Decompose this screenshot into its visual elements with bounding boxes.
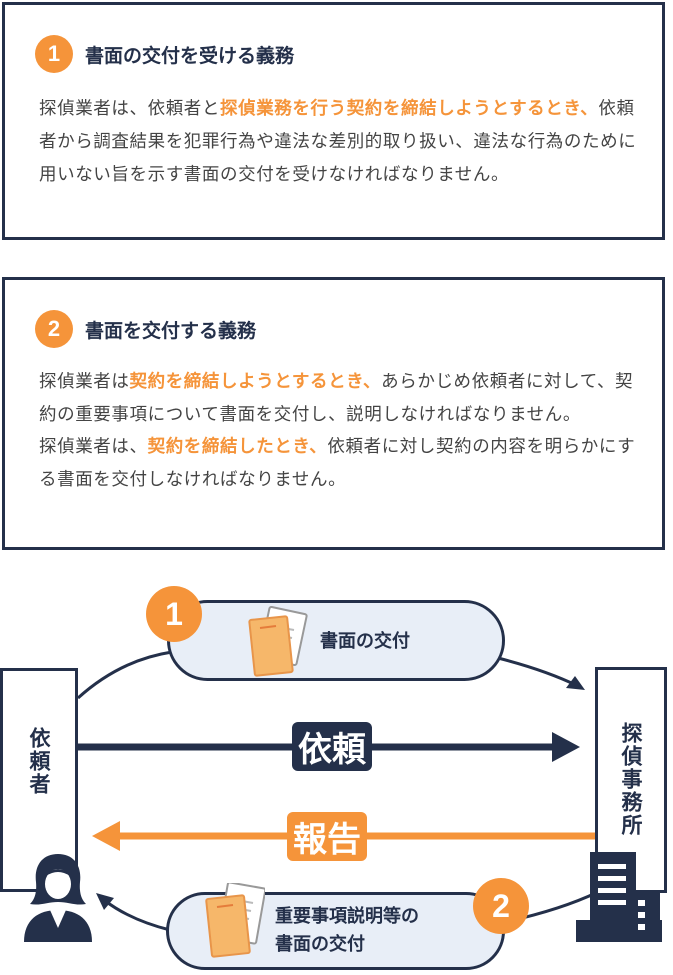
- client-box: 依頼者: [0, 668, 78, 892]
- step2-label: 重要事項説明等の 書面の交付: [275, 903, 419, 959]
- report-label: 報告: [287, 812, 367, 861]
- document-icon: [248, 606, 308, 677]
- section2-p2-a: 探偵業者は、: [39, 437, 148, 457]
- person-icon: [24, 854, 92, 942]
- step1-number-badge: 1: [146, 586, 202, 642]
- agency-label: 探偵事務所: [619, 722, 643, 837]
- building-icon: [576, 852, 662, 942]
- step2-label-line2: 書面の交付: [275, 934, 365, 955]
- document-icon: [205, 883, 265, 958]
- duty-receive-document-box: 1 書面の交付を受ける義務 探偵業者は、依頼者と探偵業務を行う契約を締結しようと…: [2, 2, 665, 240]
- section1-highlight: 探偵業務を行う契約を締結しようとするとき、: [220, 99, 599, 119]
- duty-deliver-document-box: 2 書面を交付する義務 探偵業者は契約を締結しようとするとき、あらかじめ依頼者に…: [2, 277, 665, 550]
- flow-diagram: 依頼者 探偵事務所 書面の交付 1: [0, 560, 673, 975]
- section2-p1-a: 探偵業者は: [39, 372, 130, 392]
- arrowhead-step1: [566, 676, 585, 690]
- request-arrowhead: [552, 732, 580, 762]
- section1-header: 1 書面の交付を受ける義務: [35, 35, 294, 73]
- section1-text: 探偵業者は、依頼者と探偵業務を行う契約を締結しようとするとき、依頼者から調査結果…: [39, 93, 639, 192]
- step2-label-line1: 重要事項説明等の: [275, 906, 419, 927]
- section2-text: 探偵業者は契約を締結しようとするとき、あらかじめ依頼者に対して、契約の重要事項に…: [39, 366, 639, 496]
- diagram-connectors: [76, 650, 599, 932]
- step1-label: 書面の交付: [320, 631, 410, 652]
- section2-p2-highlight: 契約を締結したとき、: [147, 437, 328, 457]
- section1-title: 書面の交付を受ける義務: [85, 44, 295, 67]
- section1-number-badge: 1: [35, 35, 73, 73]
- step2-number-badge: 2: [473, 878, 529, 934]
- curve-step1-to-agency: [497, 656, 579, 688]
- section2-number-badge: 2: [35, 310, 73, 348]
- arrowhead-step2: [96, 893, 114, 910]
- section2-paragraph1: 探偵業者は契約を締結しようとするとき、あらかじめ依頼者に対して、契約の重要事項に…: [39, 366, 639, 431]
- step2-important-matters-document: 重要事項説明等の 書面の交付: [166, 883, 505, 970]
- section2-header: 2 書面を交付する義務: [35, 310, 256, 348]
- curve-client-to-step1: [76, 650, 173, 700]
- request-label: 依頼: [292, 722, 372, 771]
- section2-title: 書面を交付する義務: [85, 319, 257, 342]
- step1-document-delivery: 書面の交付: [167, 600, 505, 681]
- section2-p1-highlight: 契約を締結しようとするとき、: [129, 372, 382, 392]
- section2-p1-b: あらかじめ依頼者に対して、契約の重要事項について書面を交付し、説明しなければなり…: [39, 372, 634, 425]
- section2-paragraph2: 探偵業者は、契約を締結したとき、依頼者に対し契約の内容を明らかにする書面を交付し…: [39, 431, 639, 496]
- curve-step2-to-client: [103, 898, 171, 932]
- section2-p2-b: 依頼者に対し契約の内容を明らかにする書面を交付しなければなりません。: [39, 437, 636, 490]
- section1-text-a: 探偵業者は、依頼者と: [39, 99, 220, 119]
- report-arrowhead: [92, 821, 120, 851]
- section1-text-b: 依頼者から調査結果を犯罪行為や違法な差別的取り扱い、違法な行為のために用いない旨…: [39, 99, 637, 185]
- client-label: 依頼者: [27, 727, 51, 796]
